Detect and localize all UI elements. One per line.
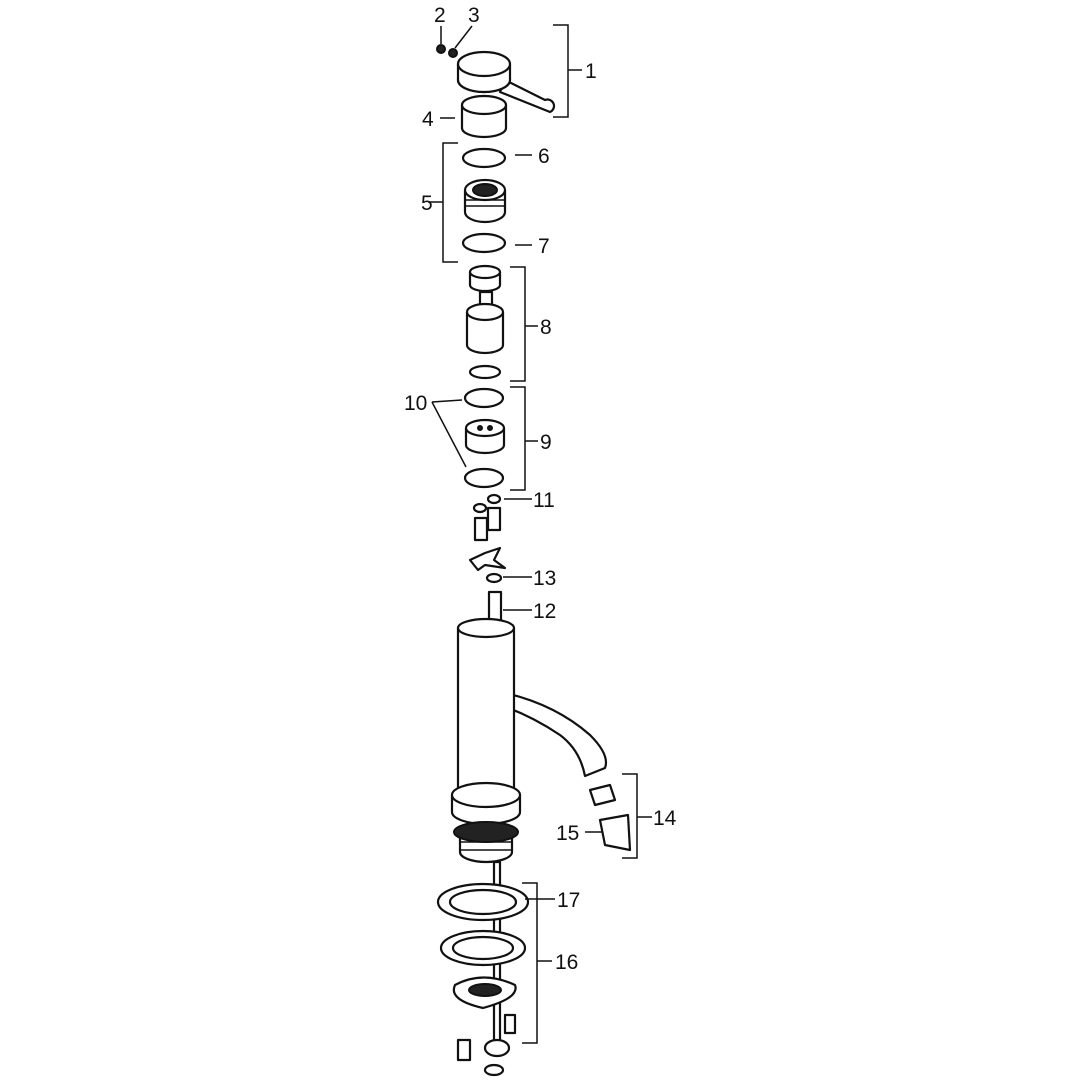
part-11-seals [472,493,502,542]
label-8: 8 [540,316,552,339]
label-4: 4 [422,108,434,131]
label-11: 11 [533,489,555,512]
part-5-nut [463,178,507,224]
label-12: 12 [533,600,556,623]
label-2: 2 [434,4,446,27]
part-spacer [468,546,507,572]
label-13: 13 [533,567,556,590]
label-7: 7 [538,235,550,258]
label-9: 9 [540,431,552,454]
part-13-o-ring [485,572,503,584]
label-15: 15 [556,822,579,845]
part-4-cap [460,94,508,139]
part-14-aerator [588,783,632,852]
label-3: 3 [468,4,480,27]
label-6: 6 [538,145,550,168]
label-17: 17 [557,889,580,912]
part-8-cartridge [465,264,505,380]
part-17-washer [436,882,530,922]
label-16: 16 [555,951,578,974]
part-3-screw [448,48,458,58]
leader-lines [428,24,652,1044]
part-16-mounting-set [439,929,527,1077]
part-2-screw [436,44,446,54]
part-9-valve-insert [463,387,506,489]
label-1: 1 [585,60,597,83]
label-14: 14 [653,807,677,830]
label-10: 10 [404,392,427,415]
label-5: 5 [421,192,433,215]
part-7-o-ring [461,232,507,254]
part-1-handle [456,50,556,114]
part-6-o-ring [461,147,507,169]
